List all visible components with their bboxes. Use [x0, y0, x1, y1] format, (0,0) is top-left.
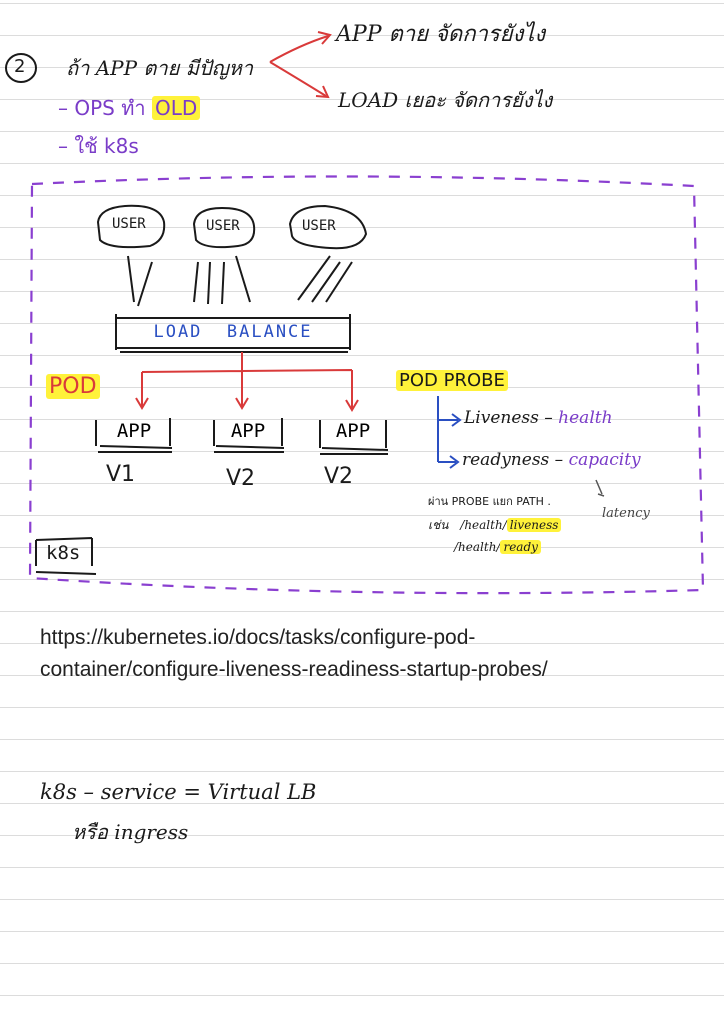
readiness-row: readyness – capacity — [462, 450, 641, 470]
user-bubble-3 — [288, 204, 368, 250]
outcome-app-dies: APP ตาย จัดการยังไง — [336, 22, 546, 47]
user-label-1: USER — [112, 216, 146, 232]
k8s-box — [35, 537, 97, 575]
footer-line-2: หรือ ingress — [72, 820, 189, 844]
app-label-1: APP — [116, 420, 152, 442]
load-balancer-box — [115, 314, 351, 353]
footer-line-1: k8s – service = Virtual LB — [40, 780, 317, 804]
probe-title-highlight: POD PROBE — [396, 370, 508, 391]
user-label-2: USER — [206, 218, 240, 234]
path-base-2: /health/ — [454, 540, 501, 554]
reference-url: https://kubernetes.io/docs/tasks/configu… — [40, 626, 548, 681]
example-prefix: เช่น — [428, 518, 449, 532]
bullet-dash: – — [58, 96, 68, 120]
bullet-ops: – OPS ทำ OLD — [58, 92, 201, 124]
pod-label: POD — [46, 374, 100, 399]
app-box-3 — [319, 420, 389, 455]
bullet-k8s: – ใช้ k8s — [58, 130, 139, 162]
pod-highlight: POD — [46, 374, 100, 399]
probe-tree — [437, 396, 458, 463]
arrow-to-load — [269, 61, 327, 97]
request-lines-3 — [297, 255, 353, 303]
probe-path-2: /health/ready — [454, 540, 541, 554]
app-version-1: V1 — [106, 462, 136, 487]
note-heading: ถ้า APP ตาย มีปัญหา — [66, 56, 254, 80]
bullet-dash: – — [58, 134, 68, 158]
k8s-label: k8s — [46, 542, 81, 564]
item-circle — [5, 53, 37, 83]
load-balancer-label: LOAD BALANCE — [153, 322, 313, 342]
probe-path-1: เช่น /health/liveness — [428, 516, 562, 535]
arrow-head-1 — [317, 31, 332, 45]
app-label-2: APP — [230, 420, 266, 442]
lb-distribution — [141, 352, 353, 408]
request-lines-1 — [127, 255, 153, 307]
readiness-name: readyness – — [462, 450, 564, 470]
cluster-frame — [28, 175, 705, 595]
request-lines-2 — [193, 255, 251, 305]
latency-note: latency — [602, 506, 650, 521]
user-bubble-1 — [96, 204, 166, 249]
bullet-text: ใช้ k8s — [74, 134, 139, 158]
user-label-3: USER — [302, 218, 336, 234]
arrow-head-2 — [315, 85, 330, 99]
lb-arrow-heads — [135, 397, 359, 412]
liveness-meaning: health — [558, 408, 613, 428]
probe-arrow-heads — [449, 413, 462, 469]
bullet-text: OPS ทำ — [74, 96, 152, 120]
readiness-meaning: capacity — [568, 450, 641, 470]
item-number: 2 — [14, 56, 26, 77]
path-base-1: /health/ — [460, 518, 507, 532]
probe-title: POD PROBE — [396, 370, 508, 391]
liveness-row: Liveness – health — [464, 408, 613, 428]
liveness-name: Liveness – — [464, 408, 553, 428]
path-highlight-ready: ready — [500, 540, 541, 554]
old-highlight: OLD — [152, 96, 201, 120]
latency-pointer — [595, 479, 605, 497]
user-bubble-2 — [192, 206, 256, 249]
app-box-2 — [213, 418, 285, 453]
app-version-2: V2 — [226, 466, 256, 491]
app-label-3: APP — [335, 420, 371, 442]
app-version-3: V2 — [324, 464, 354, 489]
path-highlight-liveness: liveness — [506, 518, 562, 532]
arrow-to-app-dies — [269, 35, 329, 63]
probe-path-note: ผ่าน PROBE แยก PATH . — [428, 495, 551, 508]
outcome-load-high: LOAD เยอะ จัดการยังไง — [338, 88, 553, 112]
app-box-1 — [95, 418, 173, 453]
